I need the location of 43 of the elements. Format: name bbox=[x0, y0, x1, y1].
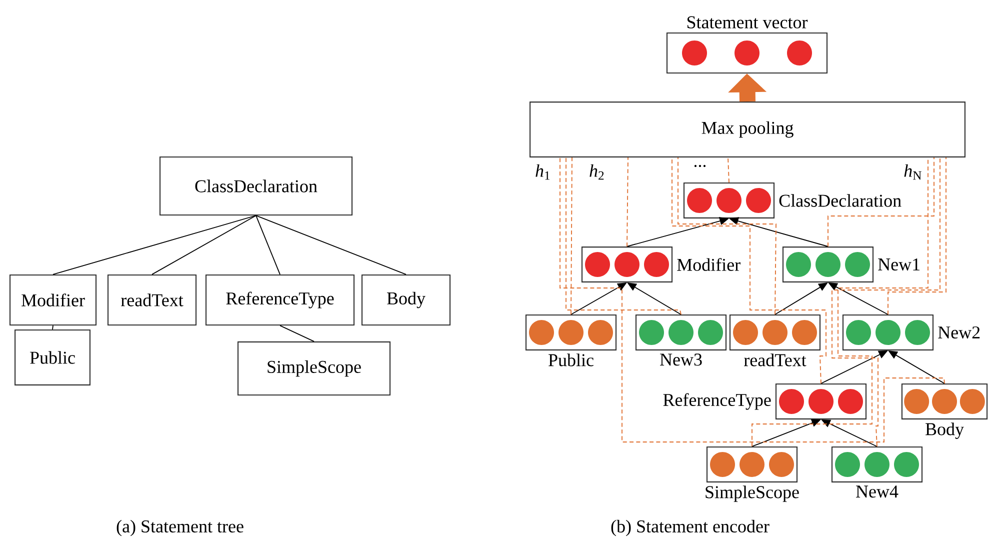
tree-node-box: Public bbox=[14, 330, 90, 386]
vector-label: SimpleScope bbox=[706, 486, 799, 502]
tree-line bbox=[152, 215, 256, 275]
dashed-line bbox=[672, 157, 826, 384]
tree-node-box: readText bbox=[107, 274, 197, 326]
vector-label: New2 bbox=[938, 326, 980, 339]
tree-line bbox=[280, 325, 314, 342]
tree-node-box: ClassDeclaration bbox=[159, 156, 353, 216]
vector-label: readText bbox=[744, 354, 806, 366]
dashed-line bbox=[570, 157, 572, 315]
dashed-line bbox=[728, 157, 730, 183]
vector-label: ClassDeclaration bbox=[779, 194, 902, 207]
dashed-line bbox=[566, 157, 682, 315]
caption: (b) Statement encoder bbox=[611, 520, 770, 536]
vector-label: ReferenceType bbox=[663, 393, 771, 410]
vector-label: New3 bbox=[660, 354, 702, 366]
tree-node-box: SimpleScope bbox=[237, 341, 391, 396]
vector-label: New1 bbox=[878, 258, 920, 271]
hidden-state-label: h$_{1}$ bbox=[536, 164, 550, 180]
hidden-state-label: h$_{N}$ bbox=[904, 164, 922, 180]
vector-label: Statement vector bbox=[688, 16, 808, 28]
dashed-line bbox=[828, 157, 934, 247]
dashed-line bbox=[626, 157, 628, 247]
dashed-line bbox=[678, 157, 776, 315]
dashed-line bbox=[888, 157, 946, 315]
tree-node-box: Modifier bbox=[9, 274, 97, 326]
vector-label: Body bbox=[926, 422, 964, 439]
caption: (a) Statement tree bbox=[116, 520, 244, 536]
hidden-state-label: h$_{2}$ bbox=[590, 164, 604, 180]
dashed-line bbox=[832, 157, 940, 447]
tree-line bbox=[256, 215, 406, 275]
vector-label: Public bbox=[548, 354, 594, 366]
tree-line bbox=[52, 215, 256, 275]
tree-node-box: Body bbox=[361, 274, 451, 326]
tree-line bbox=[256, 215, 280, 275]
pooling-box: Max pooling bbox=[530, 102, 966, 158]
tree-line bbox=[52, 325, 54, 330]
dashed-line bbox=[560, 157, 945, 442]
vector-label: New4 bbox=[856, 486, 898, 498]
tree-node-box: ReferenceType bbox=[205, 274, 355, 326]
hidden-state-label: ... bbox=[694, 164, 706, 168]
dashed-line bbox=[752, 157, 928, 447]
vector-label: Modifier bbox=[677, 258, 740, 271]
